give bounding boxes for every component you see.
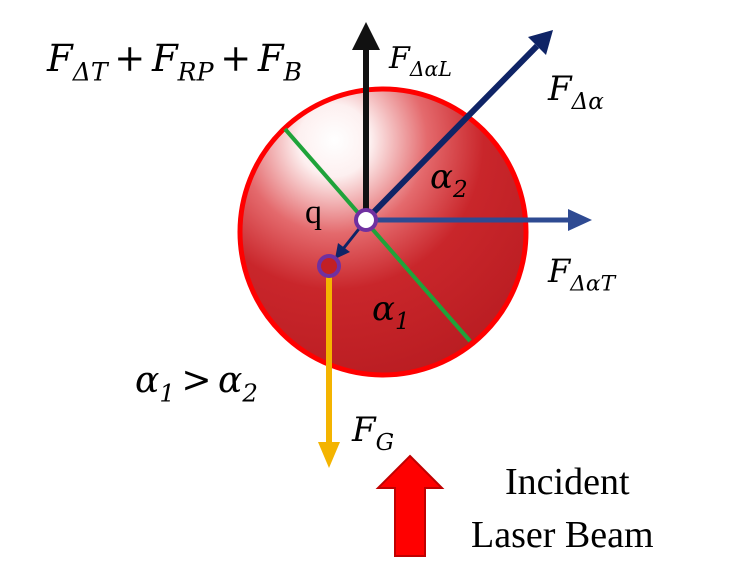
label-force-sum: FΔT+FRP+FB xyxy=(47,37,303,87)
black-arrow-head xyxy=(352,22,380,50)
laser-beam-arrow xyxy=(375,454,445,557)
label-alpha-1: α1 xyxy=(372,289,410,335)
navy-arrow-shaft xyxy=(363,43,540,223)
label-beam-line-1: Incident xyxy=(505,461,630,503)
navy-arrow-head xyxy=(528,30,553,55)
yellow-arrow-head xyxy=(318,442,340,468)
center-point-circle xyxy=(354,208,378,232)
green-axis-line xyxy=(283,127,472,343)
label-force-gravity: FG xyxy=(352,410,395,456)
small-navy-arrow-head xyxy=(335,243,350,259)
label-force-delta-alpha-t: FΔαT xyxy=(548,252,616,297)
blue-arrow-head xyxy=(568,209,592,231)
label-q: q xyxy=(305,194,322,231)
mass-center-circle xyxy=(317,254,341,278)
label-beam-line-2: Laser Beam xyxy=(471,514,654,556)
label-force-delta-alpha-l: FΔαL xyxy=(389,41,452,81)
label-alpha-2: α2 xyxy=(430,157,468,203)
label-force-delta-alpha: FΔα xyxy=(548,69,604,115)
label-inequality: α1>α2 xyxy=(135,360,258,408)
